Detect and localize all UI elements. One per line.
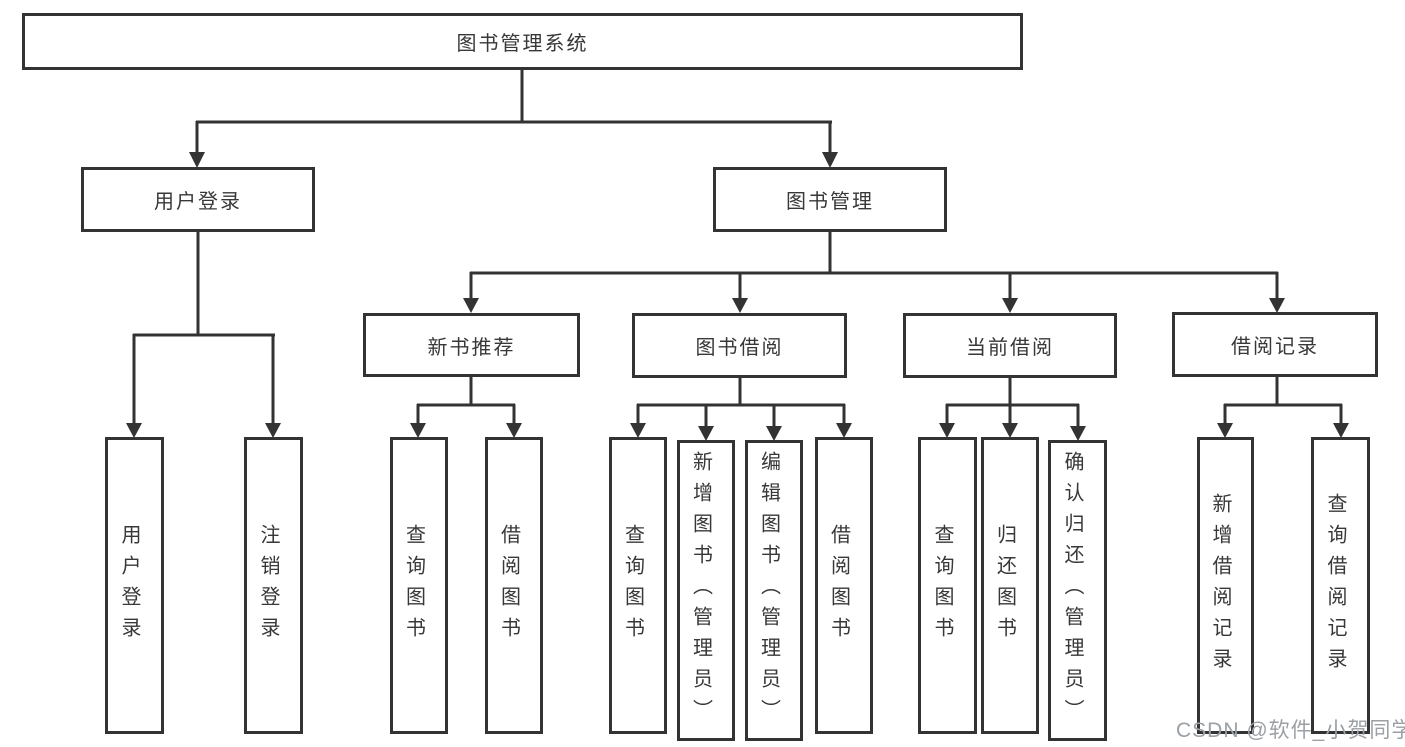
node-label: 借阅图书 [827,523,850,648]
arrowhead-icon [836,423,852,438]
node-leaf-query-borrow-record: 查询借阅记录 [1311,437,1370,734]
node-label: 借阅记录 [1231,336,1319,358]
node-new-book-recommend: 新书推荐 [363,313,580,377]
node-label: 归还图书 [993,523,1016,648]
arrowhead-icon [732,298,748,313]
node-label: 图书管理系统 [456,33,589,55]
node-book-management-system: 图书管理系统 [22,13,1023,70]
node-label: 查询图书 [621,523,644,648]
node-label: 注销登录 [257,523,279,648]
node-label: 新书推荐 [427,336,516,359]
node-leaf-query-books-1: 查询图书 [390,437,448,734]
node-label: 编辑图书（管理员） [757,451,780,730]
arrowhead-icon [463,298,479,313]
node-label: 用户登录 [154,191,242,213]
arrowhead-icon [766,426,782,441]
node-label: 图书管理 [786,191,874,213]
node-leaf-confirm-return-admin: 确认归还（管理员） [1048,440,1107,741]
arrowhead-icon [265,423,281,438]
arrowhead-icon [1217,423,1233,438]
node-leaf-return-books: 归还图书 [981,437,1039,734]
node-leaf-logout: 注销登录 [244,437,303,734]
node-label: 确认归还（管理员） [1061,451,1083,730]
node-leaf-edit-books-admin: 编辑图书（管理员） [745,440,803,741]
node-book-management-group: 图书管理 [713,167,947,232]
node-label: 查询图书 [931,523,953,648]
node-label: 当前借阅 [966,337,1054,359]
arrowhead-icon [1070,426,1086,441]
node-label: 用户登录 [118,523,140,648]
arrowhead-icon [1269,298,1285,313]
node-user-login-group: 用户登录 [81,167,315,232]
arrowhead-icon [1333,423,1349,438]
arrowhead-icon [698,426,714,441]
node-leaf-borrow-books-1: 借阅图书 [485,437,543,734]
node-label: 新增图书（管理员） [689,451,712,730]
arrowhead-icon [506,423,522,438]
node-book-borrowing: 图书借阅 [632,313,847,378]
arrowhead-icon [1002,423,1018,438]
watermark: CSDN @软件_小贺同学 [1176,719,1405,742]
arrowhead-icon [1002,298,1018,313]
arrowhead-icon [822,152,838,168]
node-leaf-borrow-books-2: 借阅图书 [815,437,873,734]
node-label: 图书借阅 [695,337,784,359]
arrowhead-icon [126,423,142,438]
arrowhead-icon [630,423,646,438]
node-leaf-query-books-3: 查询图书 [918,437,977,734]
node-label: 查询图书 [402,523,425,648]
node-leaf-user-login: 用户登录 [105,437,164,734]
node-leaf-add-books-admin: 新增图书（管理员） [677,440,735,741]
arrowhead-icon [410,423,426,438]
arrowhead-icon [939,423,955,438]
node-label: 新增借阅记录 [1209,492,1231,679]
node-leaf-add-borrow-record: 新增借阅记录 [1197,437,1254,734]
node-label: 查询借阅记录 [1324,492,1346,679]
node-label: 借阅图书 [497,523,520,648]
arrowhead-icon [189,152,205,168]
node-borrowing-records: 借阅记录 [1172,312,1378,377]
node-leaf-query-books-2: 查询图书 [609,437,667,734]
node-current-borrowing: 当前借阅 [903,313,1117,378]
